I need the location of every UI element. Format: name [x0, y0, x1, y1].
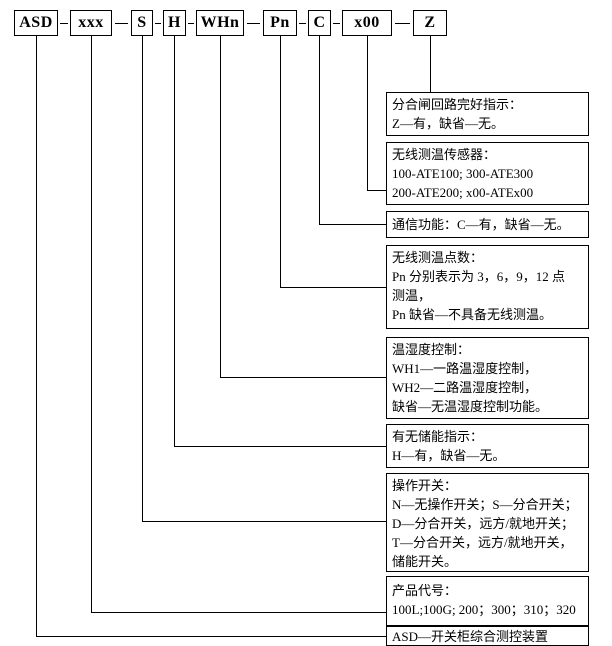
desc-line: WH1—一路温湿度控制， — [392, 361, 538, 376]
desc-line: 无线测温点数： — [392, 250, 484, 265]
connector-h — [174, 36, 386, 447]
desc-line: Pn 缺省—不具备无线测温。 — [392, 307, 552, 322]
desc-line: 缺省—无温湿度控制功能。 — [392, 399, 549, 414]
desc-box-asd-device-name: ASD—开关柜综合测控装置 — [386, 626, 589, 646]
desc-line: 200-ATE200; x00-ATEx00 — [392, 185, 534, 200]
code-box-s: S — [131, 10, 153, 36]
desc-line: 操作开关： — [392, 478, 458, 493]
desc-line: Z—有，缺省—无。 — [392, 116, 504, 131]
code-box-whn: WHn — [196, 10, 244, 36]
connector-pn — [280, 36, 386, 288]
desc-line: T—分合开关，远方/就地开关， — [392, 535, 573, 550]
connector-whn — [220, 36, 386, 378]
code-box-c: C — [308, 10, 331, 36]
desc-line: Pn 分别表示为 3，6，9，12 点 — [392, 269, 565, 284]
desc-line: 有无储能指示： — [392, 429, 484, 444]
desc-line: 温湿度控制： — [392, 342, 471, 357]
desc-line: 无线测温传感器： — [392, 147, 497, 162]
code-box-xxx: xxx — [70, 10, 112, 36]
desc-line: D—分合开关，远方/就地开关； — [392, 516, 575, 531]
desc-box-close-open-circuit-indication: 分合闸回路完好指示： Z—有，缺省—无。 — [386, 92, 589, 136]
desc-box-communication-function: 通信功能：C—有，缺省—无。 — [386, 211, 589, 238]
code-box-h: H — [163, 10, 186, 36]
desc-box-temp-humidity-control: 温湿度控制： WH1—一路温湿度控制， WH2—二路温湿度控制， 缺省—无温湿度… — [386, 337, 589, 419]
connector-asd — [36, 36, 386, 637]
desc-line: 100L;100G; 200；300；310；320 — [392, 602, 576, 617]
desc-line: 通信功能：C—有，缺省—无。 — [392, 217, 570, 232]
desc-line: ASD—开关柜综合测控装置 — [392, 628, 549, 644]
desc-box-product-code: 产品代号： 100L;100G; 200；300；310；320 — [386, 576, 589, 626]
desc-line: H—有，缺省—无。 — [392, 448, 506, 463]
connector-s — [142, 36, 386, 522]
connector-c — [319, 36, 386, 225]
desc-line: 产品代号： — [392, 583, 458, 598]
code-box-z: Z — [413, 10, 447, 36]
connector-x00 — [367, 36, 386, 191]
connector-xxx — [91, 36, 386, 613]
code-box-asd: ASD — [14, 10, 58, 36]
desc-line: 测温， — [392, 288, 432, 303]
code-box-pn: Pn — [263, 10, 297, 36]
code-box-x00: x00 — [342, 10, 392, 36]
desc-box-wireless-temp-points: 无线测温点数： Pn 分别表示为 3，6，9，12 点 测温， Pn 缺省—不具… — [386, 245, 589, 329]
desc-line: N—无操作开关；S—分合开关； — [392, 497, 578, 512]
desc-box-operation-switch: 操作开关： N—无操作开关；S—分合开关； D—分合开关，远方/就地开关； T—… — [386, 473, 589, 572]
desc-line: 储能开关。 — [392, 554, 458, 569]
desc-box-wireless-temp-sensor: 无线测温传感器： 100-ATE100; 300-ATE300 200-ATE2… — [386, 142, 589, 205]
desc-line: 分合闸回路完好指示： — [392, 97, 523, 112]
desc-line: 100-ATE100; 300-ATE300 — [392, 166, 534, 181]
desc-line: WH2—二路温湿度控制， — [392, 380, 538, 395]
desc-box-energy-storage-indication: 有无储能指示： H—有，缺省—无。 — [386, 424, 589, 468]
